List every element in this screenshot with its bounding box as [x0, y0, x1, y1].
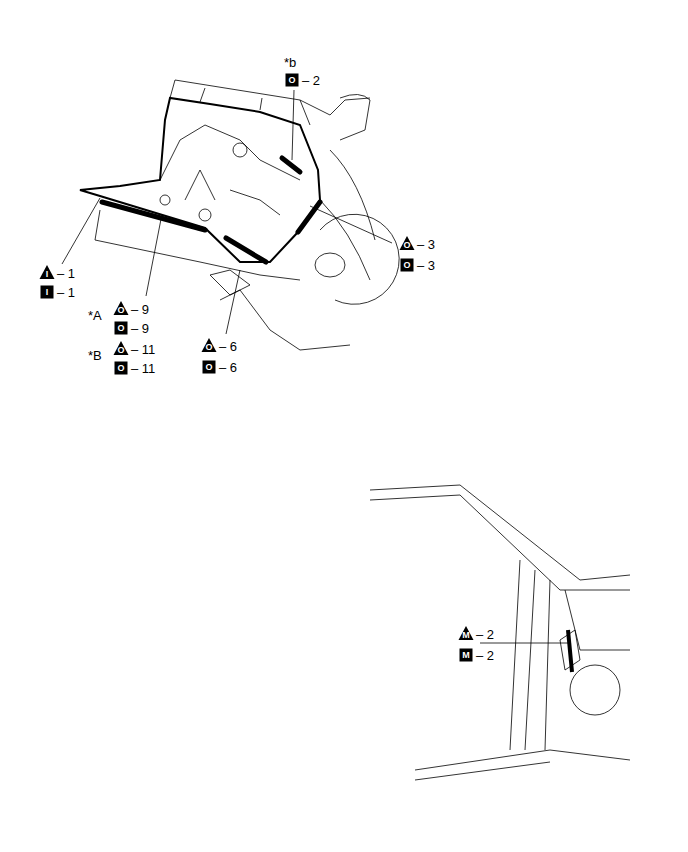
- symbol-letter: O: [205, 343, 212, 352]
- symbol-letter: O: [288, 76, 295, 85]
- pillar-drawing: [370, 485, 630, 780]
- callout-number: – 2: [476, 649, 494, 662]
- square-symbol: [115, 322, 128, 335]
- symbol-letter: O: [403, 261, 410, 270]
- callout-number: – 6: [219, 340, 237, 353]
- square-symbol: [203, 361, 216, 374]
- square-symbol: [286, 74, 299, 87]
- callout-number: – 1: [57, 286, 75, 299]
- symbol-letter: O: [403, 241, 410, 250]
- triangle-symbol: [114, 341, 129, 355]
- quarter-panel-drawing: [80, 80, 399, 350]
- symbol-letter: O: [117, 346, 124, 355]
- triangle-symbol: [114, 301, 129, 315]
- symbol-letter: M: [462, 631, 470, 640]
- callout-number: – 3: [417, 259, 435, 272]
- triangle-symbol: [40, 265, 55, 279]
- sealer-band: [102, 158, 320, 262]
- callout-number: – 1: [57, 267, 75, 280]
- callout-number: – 6: [219, 361, 237, 374]
- callout-number: – 11: [131, 362, 155, 375]
- callout-number: *A: [88, 309, 102, 322]
- callout-number: *B: [88, 349, 102, 362]
- symbol-letter: O: [117, 324, 124, 333]
- leader-line: [62, 90, 568, 643]
- symbol-letter: I: [46, 270, 49, 279]
- square-symbol: [401, 259, 414, 272]
- callout-number: – 9: [131, 303, 149, 316]
- symbol-letter: O: [117, 364, 124, 373]
- square-symbol: [41, 286, 54, 299]
- callout-number: – 11: [131, 343, 155, 356]
- symbol-letter: I: [46, 288, 49, 297]
- triangle-symbol: [202, 338, 217, 352]
- callout-number: – 9: [131, 322, 149, 335]
- symbol-icons: [40, 74, 474, 662]
- symbol-letter: O: [117, 306, 124, 315]
- symbol-letter: O: [205, 363, 212, 372]
- symbol-letter: M: [462, 651, 470, 660]
- callout-number: – 2: [476, 628, 494, 641]
- callout-number: *b: [284, 56, 296, 69]
- callout-number: – 3: [417, 238, 435, 251]
- square-symbol: [460, 649, 473, 662]
- callout-number: – 2: [302, 74, 320, 87]
- triangle-symbol: [400, 236, 415, 250]
- square-symbol: [115, 362, 128, 375]
- triangle-symbol: [459, 626, 474, 640]
